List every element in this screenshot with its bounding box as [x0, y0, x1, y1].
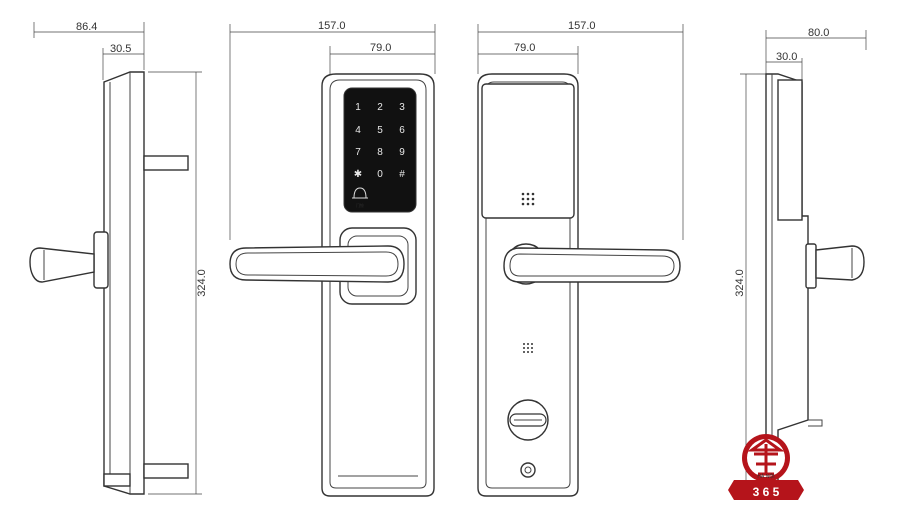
- key-6[interactable]: 6: [399, 125, 405, 136]
- key-3[interactable]: 3: [399, 102, 405, 113]
- key-0[interactable]: 0: [377, 169, 383, 180]
- key-4[interactable]: 4: [355, 125, 361, 136]
- speaker-grille-icon: [521, 192, 535, 206]
- keypad-keys: 1 2 3 4 5 6 7 8 9 ✱ 0 #: [354, 102, 405, 180]
- dim-left-height: 324.0: [196, 269, 208, 297]
- dim-right-front: 30.0: [776, 51, 797, 63]
- left-side-view: 86.4 30.5 324.0: [29, 21, 208, 495]
- bell-icon[interactable]: [352, 187, 368, 199]
- brand-logo: HÀ NỘI 3 6 5: [728, 434, 804, 500]
- dim-right-depth: 80.0: [808, 27, 829, 39]
- dim-right-height: 324.0: [734, 269, 746, 297]
- logo-small-text: HÀ NỘI: [757, 473, 774, 480]
- dim-front-half: 79.0: [370, 42, 391, 54]
- front-lever-handle[interactable]: [229, 245, 405, 283]
- dim-left-depth: 86.4: [76, 21, 97, 33]
- dim-back-width: 157.0: [568, 20, 596, 32]
- battery-cover[interactable]: [481, 83, 575, 219]
- front-view: 157.0 79.0 1 2 3 4 5 6 7 8 9 ✱ 0 # 门铃: [229, 20, 436, 497]
- key-2[interactable]: 2: [377, 102, 383, 113]
- key-7[interactable]: 7: [355, 147, 361, 158]
- key-1[interactable]: 1: [355, 102, 361, 113]
- key-star[interactable]: ✱: [354, 169, 362, 180]
- dim-front-width: 157.0: [318, 20, 346, 32]
- logo-banner: [728, 480, 804, 500]
- microphone-grille-icon: [523, 343, 533, 353]
- back-lever-handle[interactable]: [503, 247, 681, 283]
- key-5[interactable]: 5: [377, 125, 383, 136]
- back-view: 157.0 79.0: [477, 20, 684, 497]
- dim-back-half: 79.0: [514, 42, 535, 54]
- dim-left-front: 30.5: [110, 43, 131, 55]
- bell-label: 门铃: [356, 202, 364, 208]
- key-8[interactable]: 8: [377, 147, 383, 158]
- logo-number: 3 6 5: [753, 485, 780, 499]
- keypad-panel: [343, 87, 417, 213]
- key-9[interactable]: 9: [399, 147, 405, 158]
- right-side-view: 80.0 30.0 324.0: [734, 27, 867, 495]
- key-cylinder-icon[interactable]: [520, 462, 536, 478]
- key-hash[interactable]: #: [399, 169, 405, 180]
